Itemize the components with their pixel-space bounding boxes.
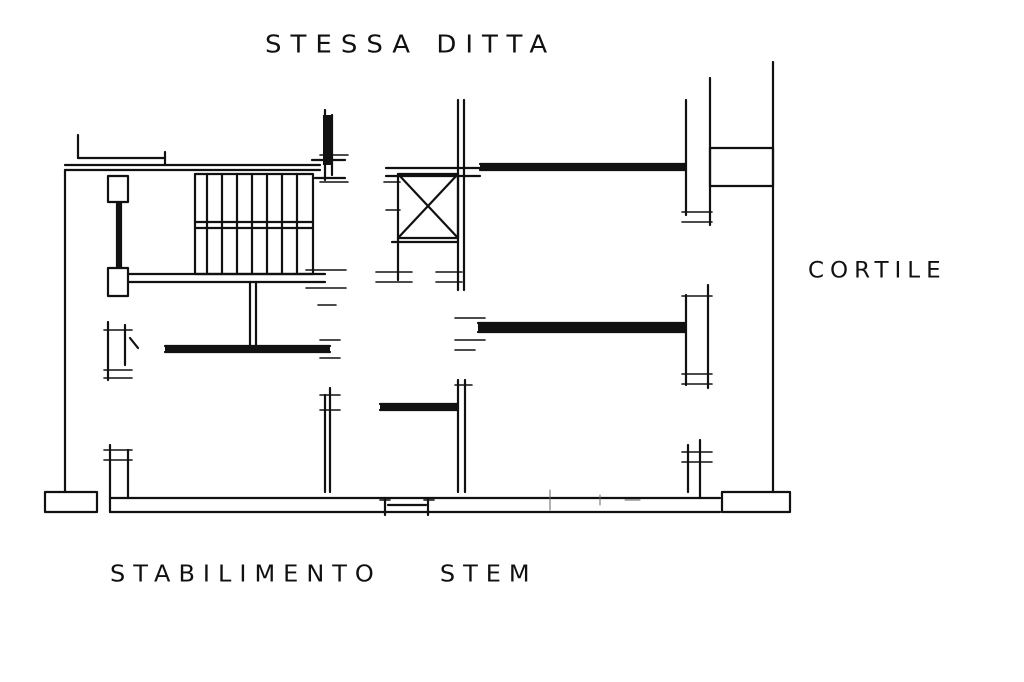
label-stem: STEM [439,560,538,588]
label-stabilimento: STABILIMENTO [110,560,382,588]
label-stabilimento-stem: STABILIMENTO STEM [110,561,538,588]
label-cortile: CORTILE [808,258,947,284]
outer-walls [43,60,792,514]
label-stessa-ditta: STESSA DITTA [265,30,557,60]
wall-hatch-marks [103,154,713,501]
solid-wall-fills [116,115,686,410]
bottom-wall-ticks [549,489,641,511]
entrance-door [383,496,430,517]
elevator-shaft [384,166,482,282]
staircase [193,172,315,276]
central-walls [310,98,467,494]
